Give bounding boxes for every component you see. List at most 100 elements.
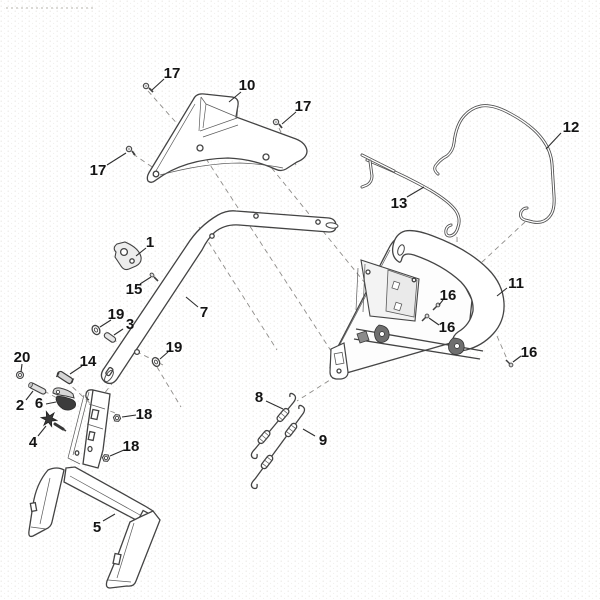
- screw-head: [149, 272, 155, 278]
- pin-2: [28, 382, 47, 395]
- leader-line: [106, 152, 127, 166]
- pin-14: [55, 370, 75, 385]
- part-7-handle-tube: [100, 210, 339, 385]
- part-13-control-rod: [360, 153, 461, 238]
- leader-line: [135, 247, 147, 257]
- part-5-lower-mount: [28, 389, 161, 589]
- housing-grip-loop: [391, 229, 505, 352]
- screw-16-middle: [421, 313, 430, 322]
- callout-14: 14: [80, 353, 97, 370]
- spring-coil: [284, 422, 298, 438]
- leader-line: [545, 132, 562, 150]
- washer-19-lower: [151, 356, 161, 368]
- neck-hole: [87, 445, 93, 453]
- spring-coil: [257, 429, 271, 445]
- leader-line: [512, 355, 522, 363]
- part-10-upper-bracket: [146, 93, 308, 183]
- tube-open-end: [325, 222, 339, 229]
- lever-hole: [56, 389, 61, 394]
- callout-12: 12: [563, 119, 580, 136]
- screw-drive: [144, 84, 148, 88]
- screw-head: [424, 313, 430, 319]
- leader-line: [69, 365, 83, 375]
- leader-line: [25, 390, 34, 401]
- leader-line: [406, 186, 425, 198]
- boss-hole: [454, 343, 460, 349]
- callout-15: 15: [126, 281, 143, 298]
- part-1-cable-clamp: [113, 241, 142, 271]
- socket-hole: [336, 368, 342, 374]
- clamp-hole: [119, 247, 129, 257]
- part-6-lever: [52, 387, 77, 411]
- leader-line: [185, 296, 199, 308]
- plate-hole: [411, 277, 417, 283]
- plate-slot: [391, 280, 401, 291]
- spring-coil: [260, 454, 274, 470]
- callout-20: 20: [14, 349, 31, 366]
- leader-line: [228, 91, 242, 103]
- callout-9: 9: [319, 432, 327, 449]
- screw-17-top-right: [272, 118, 283, 129]
- screw-drive: [127, 147, 131, 151]
- boss-hole: [379, 331, 385, 337]
- tube-hole: [209, 233, 215, 239]
- part-8-spring: [250, 392, 297, 460]
- callout-5: 5: [93, 519, 101, 536]
- pin-3: [103, 332, 117, 343]
- bracket-hole: [196, 144, 204, 152]
- screw-head: [435, 302, 441, 308]
- leader-line: [151, 78, 165, 91]
- callout-leader-lines: [20, 78, 562, 522]
- part-11-handle-housing: [329, 229, 505, 380]
- tube-hole: [133, 348, 141, 356]
- leader-line: [139, 276, 152, 285]
- part-9-spring: [250, 404, 306, 490]
- neck-hole: [74, 450, 80, 456]
- leader-line: [438, 299, 444, 306]
- mount-left-leg: [28, 467, 65, 538]
- callout-7: 7: [200, 304, 208, 321]
- screw-drive: [274, 120, 278, 124]
- part-12-bail-wire: [433, 104, 556, 224]
- callout-13: 13: [391, 195, 408, 212]
- callout-18-upper: 18: [136, 406, 153, 423]
- leader-line: [121, 414, 137, 418]
- callout-4: 4: [29, 434, 38, 451]
- callout-1: 1: [146, 234, 154, 251]
- screw-15: [149, 272, 159, 282]
- leader-line: [428, 317, 440, 326]
- nut-18-upper: [112, 414, 122, 422]
- leader-line: [99, 319, 112, 328]
- callout-labels: 17 10 17 12 17 13 1 15 7 19 3 11 16 19 1…: [14, 65, 580, 536]
- callout-18-lower: 18: [123, 438, 140, 455]
- callout-10: 10: [239, 77, 256, 94]
- socket-slot: [333, 351, 345, 366]
- callout-17-left: 17: [90, 162, 107, 179]
- screw-16-right: [505, 359, 514, 368]
- clamp-hole: [129, 258, 135, 264]
- leader-line: [20, 363, 23, 373]
- callout-16-right: 16: [521, 344, 538, 361]
- callout-16-upper: 16: [440, 287, 457, 304]
- plate-hole: [365, 269, 371, 275]
- part-4-star-knob: [39, 410, 67, 432]
- leader-line: [45, 401, 57, 405]
- bracket-hole: [152, 170, 160, 178]
- screw-16-upper: [432, 302, 441, 311]
- callout-11: 11: [508, 275, 524, 292]
- screw-17-left: [125, 145, 136, 156]
- leg-slot: [112, 552, 122, 566]
- leader-line: [113, 328, 124, 336]
- plate-slot: [393, 301, 403, 312]
- neck-slot: [87, 430, 96, 442]
- leader-line: [265, 400, 284, 410]
- tube-hole: [253, 213, 259, 219]
- leg-slot: [29, 501, 38, 513]
- screw-17-top-left: [142, 82, 154, 93]
- knob-shaft: [53, 422, 65, 431]
- callout-19-lower: 19: [166, 339, 183, 356]
- callout-3: 3: [126, 316, 134, 333]
- grip-loop-socket: [397, 244, 405, 256]
